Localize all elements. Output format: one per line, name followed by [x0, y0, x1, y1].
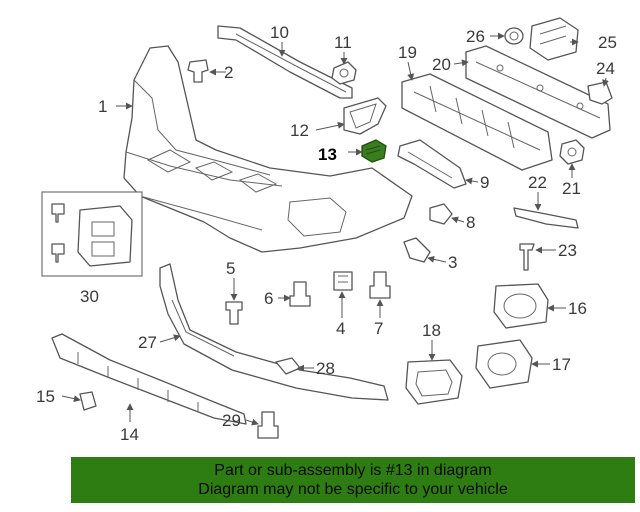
part-7-bolt[interactable]: [369, 271, 391, 299]
part-4-retainer[interactable]: [333, 271, 353, 291]
part-3-clip[interactable]: [403, 237, 431, 263]
part-2-clip[interactable]: [187, 59, 209, 83]
part-18-bezel-frame[interactable]: [405, 359, 463, 405]
callout-16[interactable]: 16: [568, 299, 587, 318]
part-22-molding[interactable]: [513, 207, 579, 229]
part-25-sensor[interactable]: [529, 17, 579, 61]
exploded-parts-diagram: 1 2 3 4 5 6 7 8 9 10 11 12 13 14 15 16 1…: [36, 17, 617, 444]
part-20-reinforcement[interactable]: [465, 45, 611, 139]
callout-10[interactable]: 10: [270, 23, 289, 42]
part-30-kit-inset[interactable]: [41, 191, 143, 277]
part-16-fog-lamp-bezel[interactable]: [493, 283, 549, 329]
callout-28[interactable]: 28: [316, 359, 335, 378]
callout-25[interactable]: 25: [598, 33, 617, 52]
callout-3[interactable]: 3: [448, 253, 457, 272]
part-19-absorber[interactable]: [401, 73, 553, 171]
part-10-upper-bracket[interactable]: [217, 25, 353, 99]
callout-4[interactable]: 4: [336, 319, 345, 338]
info-banner: Part or sub-assembly is #13 in diagram D…: [71, 457, 635, 503]
part-23-push-pin[interactable]: [519, 243, 535, 271]
callout-1[interactable]: 1: [98, 97, 107, 116]
part-8-clip[interactable]: [429, 203, 453, 225]
part-13-fastener-highlighted[interactable]: [361, 139, 387, 163]
part-24-bracket[interactable]: [587, 81, 613, 105]
callout-17[interactable]: 17: [552, 355, 571, 374]
callout-5[interactable]: 5: [226, 259, 235, 278]
part-6-bolt[interactable]: [289, 281, 311, 307]
callout-22[interactable]: 22: [528, 173, 547, 192]
callout-26[interactable]: 26: [466, 27, 485, 46]
callout-14[interactable]: 14: [120, 425, 139, 444]
callout-15[interactable]: 15: [36, 387, 55, 406]
banner-line-2: Diagram may not be specific to your vehi…: [198, 481, 508, 498]
callout-6[interactable]: 6: [264, 289, 273, 308]
callout-labels: 1 2 3 4 5 6 7 8 9 10 11 12 13 14 15 16 1…: [36, 23, 617, 444]
callout-11[interactable]: 11: [334, 33, 352, 52]
part-5-bolt[interactable]: [225, 301, 243, 325]
callout-24[interactable]: 24: [596, 59, 615, 78]
part-21-nut[interactable]: [559, 139, 585, 165]
part-9-bracket[interactable]: [397, 139, 467, 189]
part-14-lower-cover[interactable]: [51, 333, 247, 425]
callout-27[interactable]: 27: [138, 333, 157, 352]
callout-13[interactable]: 13: [318, 145, 337, 164]
leader-lines: [61, 32, 609, 426]
part-11-nut[interactable]: [331, 61, 357, 85]
callout-21[interactable]: 21: [562, 179, 581, 198]
banner-line-1: Part or sub-assembly is #13 in diagram: [214, 462, 492, 479]
callout-18[interactable]: 18: [422, 321, 441, 340]
part-27-lower-valance[interactable]: [159, 263, 389, 401]
part-29-bolt[interactable]: [257, 411, 279, 439]
callout-9[interactable]: 9: [480, 173, 489, 192]
part-15-clip[interactable]: [79, 391, 97, 411]
callout-2[interactable]: 2: [224, 63, 233, 82]
callout-30[interactable]: 30: [80, 287, 99, 306]
callout-19[interactable]: 19: [398, 43, 417, 62]
callout-7[interactable]: 7: [374, 319, 383, 338]
part-12-side-bracket[interactable]: [343, 97, 387, 135]
callout-20[interactable]: 20: [432, 55, 451, 74]
part-1-bumper-cover[interactable]: [123, 45, 413, 253]
part-17-fog-lamp-bezel[interactable]: [475, 339, 533, 389]
callout-29[interactable]: 29: [222, 411, 241, 430]
callout-8[interactable]: 8: [466, 213, 475, 232]
callout-23[interactable]: 23: [558, 241, 577, 260]
callout-12[interactable]: 12: [290, 121, 309, 140]
part-26-sensor-cap[interactable]: [504, 27, 524, 45]
